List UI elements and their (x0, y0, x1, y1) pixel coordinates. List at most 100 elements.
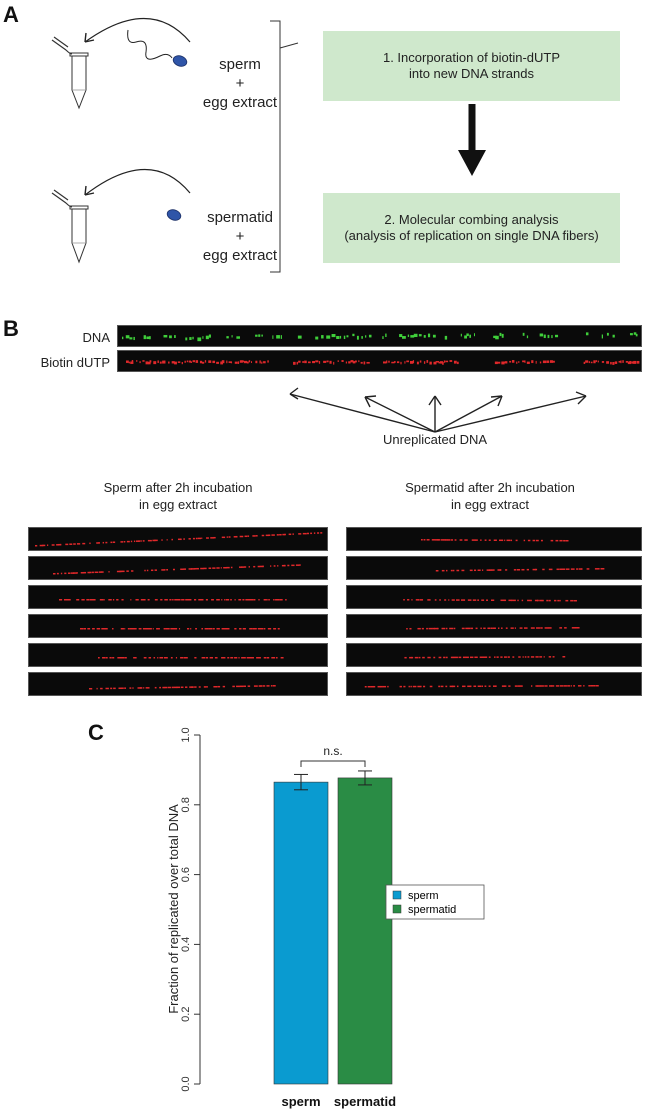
caption-line: Spermatid after 2h incubation (405, 480, 575, 495)
biotin-signal-dot (535, 656, 539, 658)
panel-a-letter: A (3, 2, 19, 27)
biotin-signal-dot (435, 361, 440, 363)
biotin-signal-dot (159, 686, 162, 689)
biotin-signal-dot (622, 360, 624, 363)
biotin-signal-dot (383, 361, 387, 364)
biotin-signal-dot (210, 537, 215, 539)
biotin-signal-dot (503, 599, 507, 602)
biotin-signal-dot (224, 599, 226, 601)
biotin-signal-dot (255, 360, 258, 364)
biotin-signal-dot (223, 657, 226, 659)
legend-swatch-sperm (392, 890, 402, 900)
dna-signal-dot (633, 332, 637, 335)
condition-line: spermatid (207, 209, 273, 226)
biotin-signal-dot (442, 539, 446, 541)
biotin-signal-dot (315, 360, 319, 363)
biotin-signal-dot (423, 539, 426, 541)
dna-signal-dot (346, 335, 349, 338)
condition-line: + (235, 75, 245, 92)
dna-signal-dot (464, 335, 468, 339)
fiber-signal (406, 627, 580, 630)
biotin-signal-dot (143, 687, 145, 689)
biotin-signal-dot (158, 628, 160, 630)
biotin-signal-dot (450, 656, 454, 659)
biotin-signal-dot (432, 627, 435, 630)
biotin-signal-dot (201, 628, 204, 630)
biotin-signal-dot (535, 568, 538, 571)
biotin-signal-dot (185, 599, 189, 601)
biotin-signal-dot (258, 657, 261, 659)
biotin-signal-dot (522, 656, 524, 658)
biotin-signal-dot (147, 539, 152, 542)
biotin-signal-dot (192, 537, 195, 540)
biotin-signal-dot (505, 569, 508, 571)
biotin-signal-dot (234, 628, 237, 630)
biotin-signal-dot (337, 360, 339, 362)
biotin-signal-dot (391, 361, 395, 364)
biotin-signal-dot (209, 657, 214, 659)
biotin-signal-dot (360, 361, 363, 364)
biotin-signal-dot (244, 535, 248, 538)
biotin-signal-dot (262, 685, 266, 687)
biotin-signal-dot (475, 627, 478, 630)
step-2-box: 2. Molecular combing analysis (analysis … (323, 193, 620, 263)
biotin-signal-dot (234, 361, 238, 364)
biotin-signal-dot (123, 541, 126, 543)
biotin-signal-dot (412, 360, 415, 364)
biotin-signal-dot (56, 544, 60, 546)
biotin-signal-dot (586, 568, 590, 570)
step-1-line: into new DNA strands (408, 66, 534, 81)
biotin-signal-dot (367, 685, 371, 688)
down-arrow-icon (458, 104, 486, 176)
condition-line: + (235, 228, 245, 245)
biotin-signal-dot (459, 539, 463, 541)
biotin-signal-dot (514, 627, 516, 629)
biotin-signal-dot (221, 657, 224, 659)
dna-signal-dot (410, 335, 415, 338)
biotin-signal-dot (159, 361, 162, 364)
biotin-signal-dot (259, 565, 264, 568)
fiber-signal (53, 564, 301, 575)
biotin-signal-dot (186, 628, 190, 630)
biotin-signal-dot (185, 686, 188, 688)
dna-signal-dot (539, 333, 544, 337)
biotin-signal-dot (113, 687, 116, 690)
biotin-signal-dot (540, 627, 543, 629)
biotin-signal-dot (139, 687, 143, 689)
biotin-signal-dot (60, 572, 63, 575)
biotin-signal-dot (177, 361, 181, 363)
biotin-signal-dot (163, 657, 168, 659)
biotin-signal-dot (396, 361, 400, 364)
biotin-signal-dot (132, 687, 134, 689)
biotin-signal-dot (102, 657, 106, 659)
biotin-signal-dot (539, 599, 543, 602)
biotin-signal-dot (149, 628, 152, 630)
biotin-signal-dot (154, 686, 157, 689)
biotin-signal-dot (323, 360, 327, 363)
biotin-signal-dot (143, 657, 147, 659)
biotin-signal-dot (142, 540, 145, 542)
bar-sperm (273, 781, 329, 1085)
dna-signal-dot (473, 333, 475, 337)
biotin-signal-dot (212, 628, 215, 630)
y-tick-label: 0.0 (180, 1076, 192, 1091)
biotin-signal-dot (445, 656, 448, 659)
biotin-signal-dot (261, 361, 263, 364)
biotin-signal-dot (631, 361, 635, 364)
biotin-signal-dot (230, 599, 232, 601)
fiber-signal (403, 599, 577, 602)
fiber-image (346, 556, 642, 580)
biotin-signal-dot (89, 688, 93, 690)
biotin-signal-dot (423, 361, 426, 364)
biotin-signal-dot (70, 572, 75, 574)
dna-signal-dot (551, 335, 553, 339)
biotin-signal-dot (239, 566, 243, 568)
biotin-signal-dot (555, 539, 559, 542)
dna-fiber-strip (117, 325, 642, 347)
biotin-signal-dot (129, 687, 132, 689)
biotin-signal-dot (190, 568, 195, 570)
biotin-signal-dot (497, 361, 501, 364)
biotin-signal-dot (551, 685, 555, 687)
biotin-signal-dot (427, 599, 431, 601)
biotin-signal-dot (419, 360, 422, 363)
